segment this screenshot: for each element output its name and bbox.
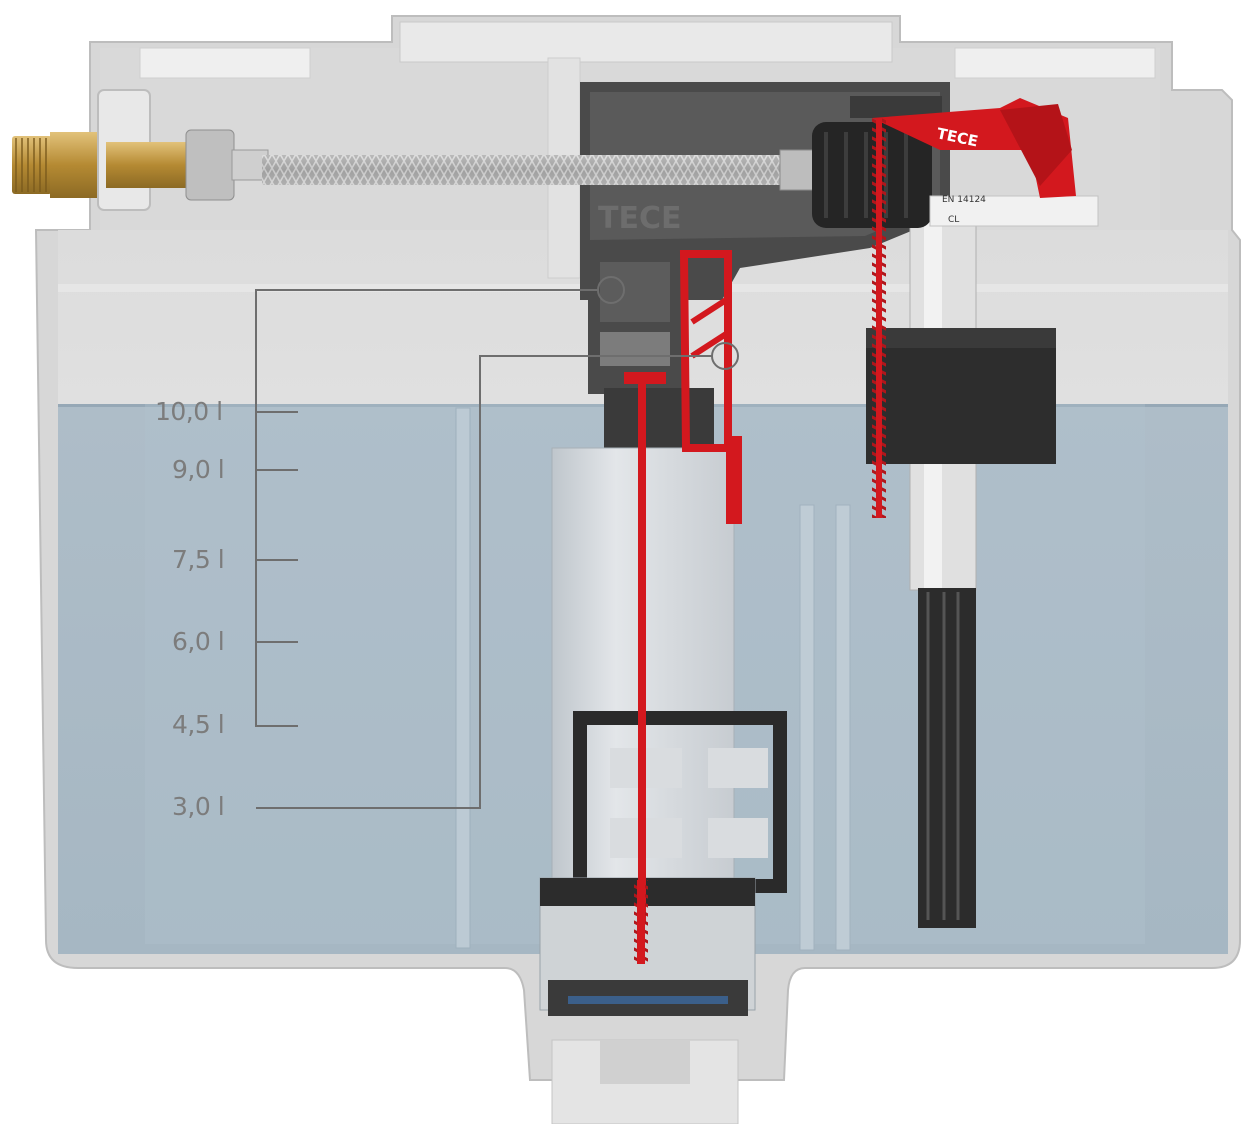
scale-bracket-lower [256, 355, 712, 809]
valve-class-marking: CL [948, 215, 959, 225]
volume-label-9: 9,0 l [172, 455, 225, 484]
adjustment-point-lower [711, 342, 739, 370]
adjustment-point-upper [597, 276, 625, 304]
volume-label-7-5: 7,5 l [172, 545, 225, 574]
volume-label-4-5: 4,5 l [172, 710, 225, 739]
valve-standard-marking: EN 14124 [942, 195, 986, 205]
logo-text: TECE [598, 201, 681, 236]
volume-scale [255, 276, 739, 809]
volume-label-10: 10,0 l [155, 397, 223, 426]
inlet-connector [12, 89, 269, 211]
water-volume [58, 404, 1228, 954]
scale-bracket-upper [255, 289, 598, 727]
braided-hose [262, 149, 831, 191]
volume-label-6: 6,0 l [172, 627, 225, 656]
fill-valve: EN 14124 CL TECE [812, 98, 1099, 928]
volume-label-3: 3,0 l [172, 792, 225, 821]
flush-valve [539, 250, 787, 1125]
